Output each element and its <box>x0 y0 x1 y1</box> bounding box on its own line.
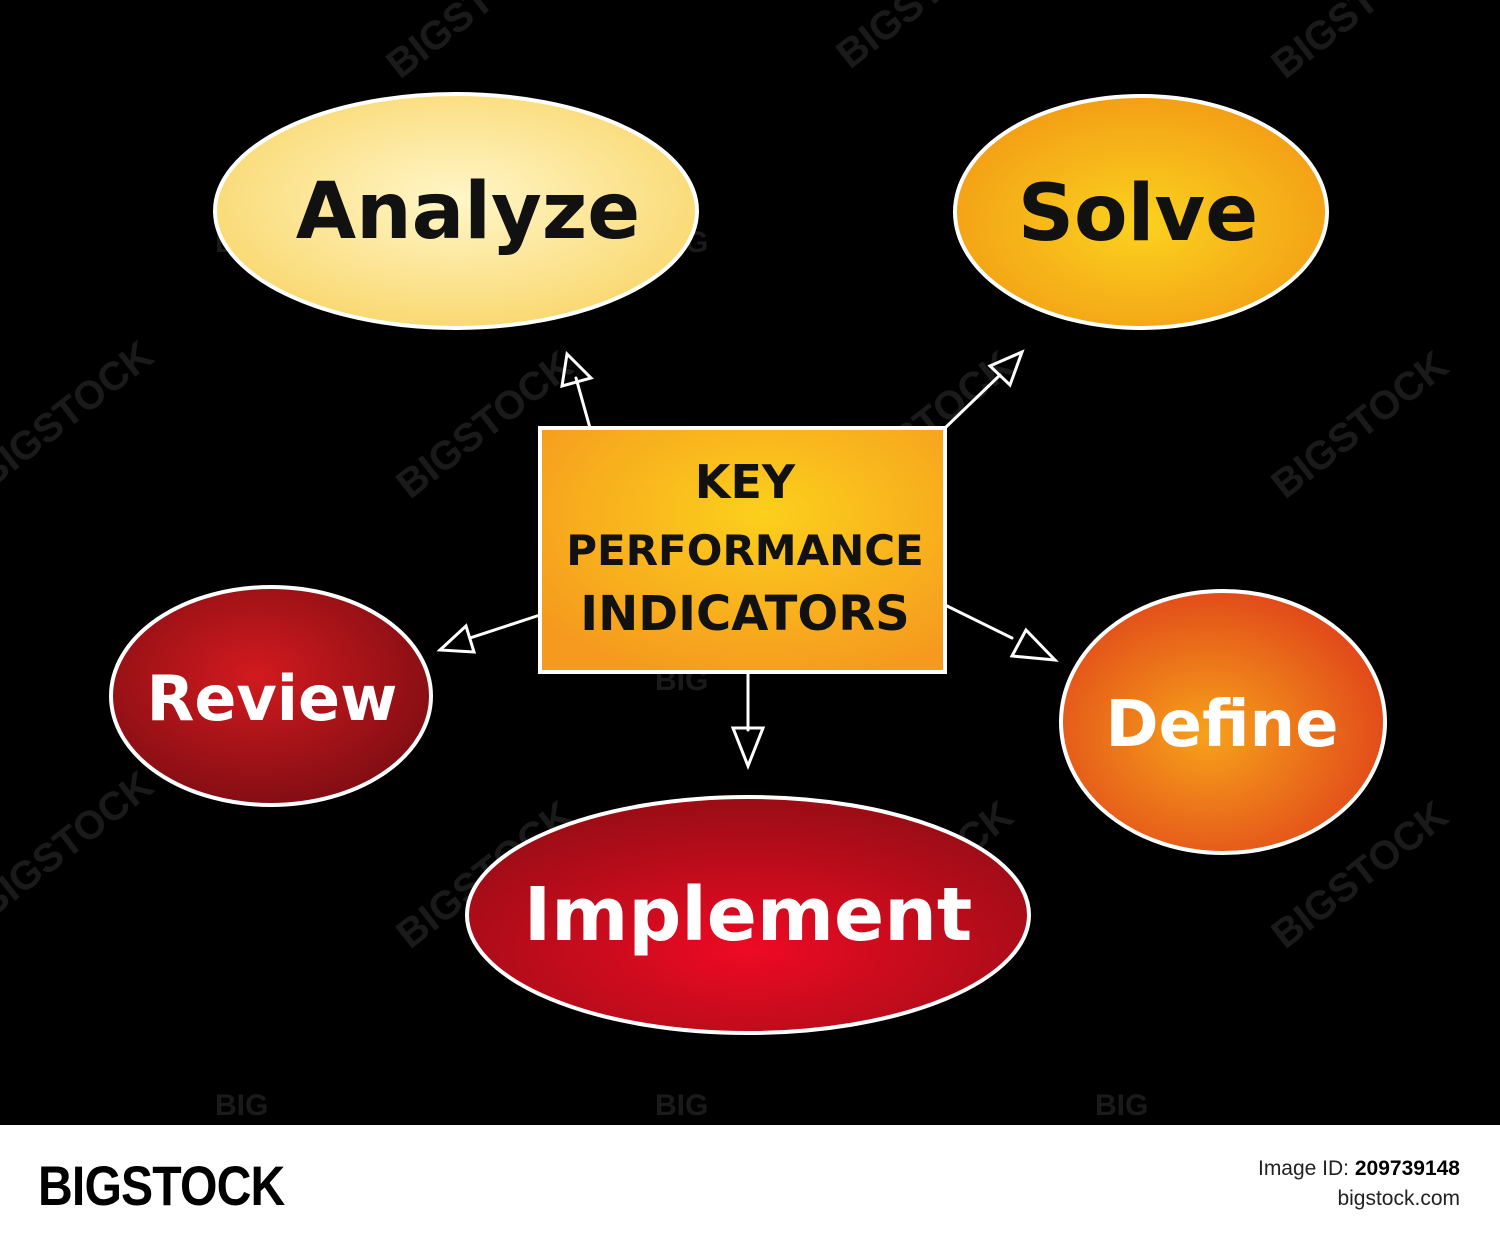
node-implement-label: Implement <box>524 872 973 958</box>
arrow-head-solve <box>987 349 1025 388</box>
node-analyze-label: Analyze <box>296 167 640 257</box>
node-solve-label: Solve <box>1018 169 1258 259</box>
arrow-head-implement <box>730 726 766 771</box>
node-review: Review <box>109 585 433 807</box>
node-center: KEY PERFORMANCE INDICATORS <box>538 426 947 674</box>
arrow-to-define <box>943 603 1014 640</box>
center-line-3: INDICATORS <box>580 586 909 642</box>
watermark-text: BIGSTOCK <box>0 333 161 497</box>
image-id-label: Image ID: <box>1257 1157 1350 1180</box>
node-define: Define <box>1059 589 1387 855</box>
node-analyze: Analyze <box>213 92 699 330</box>
connector-arrows <box>436 349 1059 771</box>
arrow-head-analyze <box>560 350 594 389</box>
arrow-to-analyze <box>574 376 592 430</box>
mind-map-diagram: BIGSTOCK BIGSTOCK BIGSTOCK BIGSTOCK BIGS… <box>0 0 1456 1122</box>
image-id-value: 209739148 <box>1354 1157 1460 1180</box>
watermark-big: BIG <box>215 1089 268 1122</box>
center-line-1: KEY <box>695 455 796 509</box>
site-url: bigstock.com <box>1337 1187 1460 1210</box>
watermark-text: BIGSTOCK <box>1263 343 1456 507</box>
watermark-text: BIGSTOCK <box>0 763 161 927</box>
arrow-head-define <box>1009 627 1059 662</box>
arrow-to-review <box>468 613 542 640</box>
arrow-to-solve <box>943 373 1002 430</box>
watermark-text: BIGSTOCK <box>1263 0 1456 87</box>
watermark-big: BIG <box>1095 1089 1148 1122</box>
watermark-text: BIGSTOCK <box>378 0 571 87</box>
watermark-big: BIG <box>655 1089 708 1122</box>
arrow-head-review <box>436 623 477 654</box>
stock-footer-bar: BIGSTOCK Image ID: 209739148 bigstock.co… <box>0 1125 1500 1245</box>
watermark-text: BIGSTOCK <box>828 0 1021 77</box>
node-define-label: Define <box>1106 688 1339 762</box>
center-line-2: PERFORMANCE <box>566 526 924 575</box>
image-id-line: Image ID: 209739148 <box>1258 1157 1460 1181</box>
node-review-label: Review <box>147 662 398 735</box>
node-implement: Implement <box>465 795 1031 1035</box>
node-solve: Solve <box>953 94 1329 330</box>
bigstock-logo: BIGSTOCK <box>38 1154 285 1217</box>
